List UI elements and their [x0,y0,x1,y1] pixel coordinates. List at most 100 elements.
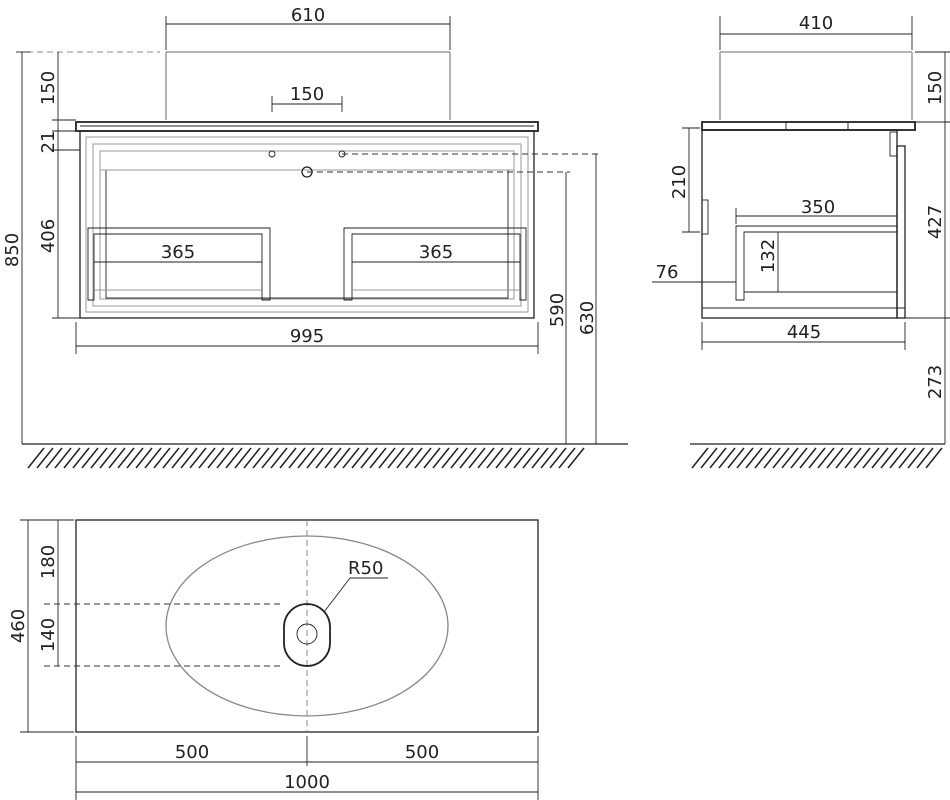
floor-hatch-line [153,447,171,469]
floor-hatch-line [207,447,225,469]
side-floor [690,443,945,469]
tap-hole-left [268,150,276,158]
floor-hatch-line [459,447,477,469]
floor-hatch-line [817,447,835,469]
floor-hatch-line [880,447,898,469]
floor-hatch-line [351,447,369,469]
top-view: R50 460 180 140 500 500 1000 [8,519,539,800]
dim-label-top-thickness: 21 [38,131,59,154]
floor-hatch-line [279,447,297,469]
floor-hatch-line [315,447,333,469]
radius-label: R50 [348,558,383,579]
floor-hatch-line [135,447,153,469]
floor-hatch-line [45,447,63,469]
floor-hatch-line [745,447,763,469]
dim-cabinet-width: 995 [75,322,539,354]
dim-label-drain-span: 140 [38,618,59,652]
floor-hatch-line [432,447,450,469]
floor-hatch-line [225,447,243,469]
dim-side-drawer-depth: 350 [735,197,897,224]
dim-compartment-right: 365 [352,242,520,263]
floor-hatch-line [558,447,576,469]
dim-top-depth: 460 [8,519,74,733]
side-basin [719,51,913,120]
floor-hatch-line [162,447,180,469]
floor-hatch-line [342,447,360,469]
floor-hatch-line [754,447,772,469]
floor-hatch-line [835,447,853,469]
front-compartment-left [87,227,271,301]
floor-hatch-line [234,447,252,469]
front-countertop [75,121,539,132]
side-view: 410 150 427 273 210 350 132 76 [652,13,950,469]
floor-hatch-line [171,447,189,469]
floor-hatch-line [916,447,934,469]
floor-hatch-line [826,447,844,469]
dim-label-drawer-height: 406 [38,219,59,253]
floor-hatch-line [216,447,234,469]
floor-hatch-line [369,447,387,469]
floor-hatch-line [513,447,531,469]
floor-hatch-line [727,447,745,469]
floor-hatch-line [477,447,495,469]
drain-center [296,623,318,645]
floor-hatch-line [333,447,351,469]
floor-hatch-line [772,447,790,469]
dim-label-drawer-inner-height: 132 [758,239,779,273]
dim-label-compartment-left: 365 [161,242,195,263]
dim-top-halves: 500 500 [75,736,539,800]
floor-hatch-line [405,447,423,469]
floor-hatch-line [27,447,45,469]
dim-label-cabinet-height: 427 [925,205,946,239]
floor-hatch-line [871,447,889,469]
floor-hatch-line [189,447,207,469]
floor-hatch-line [495,447,513,469]
side-countertop [701,121,916,131]
front-basin [165,51,451,120]
dim-label-cabinet-depth: 445 [787,322,821,343]
dim-label-left-half: 500 [175,742,209,763]
floor-hatch-line [522,447,540,469]
floor-hatch-line [243,447,261,469]
dim-total-height: 850 [2,51,30,444]
floor-hatch-line [862,447,880,469]
floor-hatch-line [790,447,808,469]
dim-label-total-height: 850 [2,233,23,267]
floor-hatch-line [144,447,162,469]
floor-hatch-line [549,447,567,469]
side-cabinet [701,129,906,319]
floor-hatch-line [844,447,862,469]
dim-left-stack: 150 21 406 [38,52,80,319]
dim-side-drawer-inner: 132 [758,232,779,292]
floor-hatch-line [763,447,781,469]
floor-hatch-line [531,447,549,469]
dim-side-basin-depth: 410 [719,13,913,50]
floor-hatch-line [297,447,315,469]
floor-hatch-line [709,447,727,469]
dim-side-rail-height: 210 [669,127,700,233]
floor-hatch-line [270,447,288,469]
floor-hatch-line [198,447,216,469]
floor-hatch-line [378,447,396,469]
dim-label-compartment-right: 365 [419,242,453,263]
floor-hatch-line [396,447,414,469]
floor-hatch-line [781,447,799,469]
dim-label-rail-height: 210 [669,165,690,199]
dim-label-total-width: 1000 [284,772,330,793]
floor-hatch-line [808,447,826,469]
floor-hatch-line [736,447,754,469]
floor-hatch-line [414,447,432,469]
dim-label-tap-offset: 150 [290,84,324,105]
floor-hatch-line [889,447,907,469]
floor-hatch-line [90,447,108,469]
front-compartment-right [343,227,527,301]
floor-hatch-line [700,447,718,469]
floor-hatch-line [252,447,270,469]
floor-hatch-line [180,447,198,469]
dim-label-side-basin-depth: 410 [799,13,833,34]
floor-hatch-line [441,447,459,469]
floor-hatch-line [468,447,486,469]
dim-label-right-half: 500 [405,742,439,763]
dim-height-590: 590 [547,172,568,444]
floor-hatch-line [423,447,441,469]
